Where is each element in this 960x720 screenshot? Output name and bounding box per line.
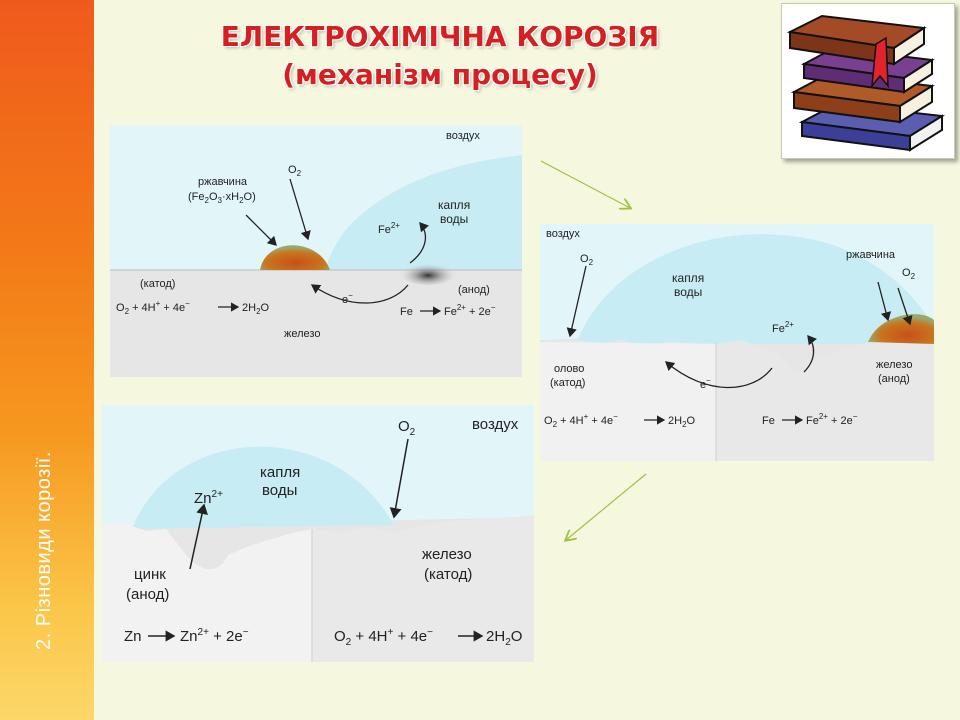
svg-text:O2: O2 (398, 418, 416, 438)
air-label: воздух (472, 416, 519, 433)
cathode-equation: O2 + 4H+ + 4e− (544, 412, 618, 429)
zinc-label: цинк (134, 566, 166, 583)
diagram-tin-on-iron: воздух O2 капля воды ржавчина O2 Fe2+ e−… (540, 224, 934, 461)
svg-text:(анод): (анод) (878, 373, 910, 385)
svg-text:2H2O: 2H2O (668, 415, 696, 429)
anode-equation: Fe (400, 306, 413, 318)
svg-text:Fe2+ + 2e−: Fe2+ + 2e− (444, 303, 496, 318)
svg-text:Fe2+ + 2e−: Fe2+ + 2e− (806, 412, 858, 427)
arrow-2-to-3 (566, 473, 647, 540)
rust-label: ржавчина (846, 249, 896, 261)
anode-equation: Fe (762, 415, 775, 427)
drop-label: капля (260, 464, 300, 481)
diagram-zinc-on-iron: воздух O2 капля воды Zn2+ цинк (анод) же… (102, 405, 534, 662)
fe2-ion: Fe2+ (772, 320, 794, 335)
anode-equation: Zn (124, 628, 142, 645)
air-label: воздух (546, 228, 580, 240)
svg-text:(анод): (анод) (126, 586, 169, 603)
slide-title: ЕЛЕКТРОХІМІЧНА КОРОЗІЯ (220, 20, 660, 53)
svg-text:O2: O2 (902, 267, 916, 281)
svg-text:e−: e− (700, 376, 711, 391)
svg-text:O2: O2 (288, 164, 302, 178)
svg-text:Zn2+ + 2e−: Zn2+ + 2e− (180, 627, 249, 645)
iron-label: железо (422, 546, 472, 563)
svg-text:2H2O: 2H2O (242, 302, 270, 316)
rust-label: ржавчина (198, 176, 248, 188)
arrow-1-to-2 (540, 160, 630, 208)
svg-text:воды: воды (262, 482, 297, 499)
svg-text:(катод): (катод) (550, 377, 585, 389)
diagram-iron-rusting: воздух O2 ржавчина (Fe2O3·xH2O) капля во… (110, 125, 522, 377)
slide-subtitle: (механізм процесу) (282, 58, 598, 91)
svg-text:e−: e− (342, 291, 353, 306)
svg-text:2H2O: 2H2O (486, 628, 522, 648)
drop-label: капля (438, 198, 470, 212)
tin-label: олово (554, 363, 584, 375)
fe2-ion: Fe2+ (378, 221, 400, 236)
iron-label: железо (876, 359, 912, 371)
svg-text:воды: воды (440, 212, 468, 226)
zn2-ion: Zn2+ (194, 489, 223, 507)
svg-text:(катод): (катод) (424, 566, 472, 583)
cathode-equation: O2 + 4H+ + 4e− (116, 299, 190, 316)
books-image (781, 3, 955, 159)
anode-label: (анод) (458, 284, 490, 296)
side-bar (0, 0, 94, 720)
svg-text:O2: O2 (580, 253, 594, 267)
cathode-label: (катод) (140, 278, 175, 290)
svg-text:(Fe2O3·xH2O): (Fe2O3·xH2O) (188, 191, 256, 205)
air-label: воздух (446, 130, 480, 142)
drop-label: капля (672, 271, 704, 285)
cathode-equation: O2 + 4H+ + 4e− (334, 627, 433, 648)
svg-text:воды: воды (674, 285, 702, 299)
metal-label: железо (284, 328, 320, 340)
